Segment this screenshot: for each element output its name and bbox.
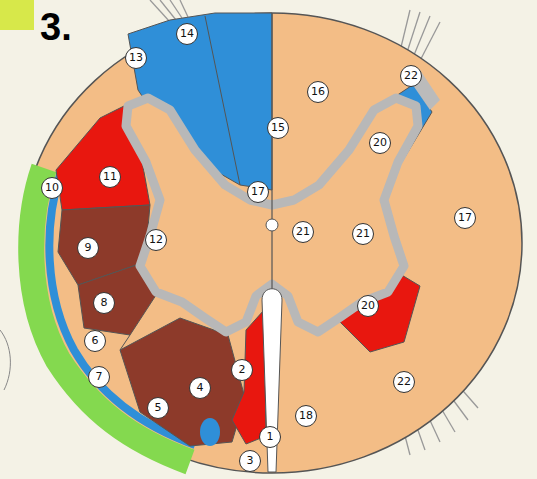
callout-number: 21 <box>292 221 314 243</box>
callout-number: 5 <box>147 397 169 419</box>
callout-number: 14 <box>176 23 198 45</box>
callout-number: 11 <box>99 166 121 188</box>
callout-number: 22 <box>393 371 415 393</box>
callout-number: 4 <box>189 377 211 399</box>
callout-number: 22 <box>400 65 422 87</box>
figure-number: 3. <box>40 8 72 46</box>
callout-number: 21 <box>352 223 374 245</box>
callout-number: 20 <box>369 132 391 154</box>
callout-number: 16 <box>307 81 329 103</box>
side-figure <box>0 330 10 390</box>
callout-number: 17 <box>454 207 476 229</box>
brown-tract <box>120 318 245 446</box>
callout-number: 10 <box>41 177 63 199</box>
callout-number: 13 <box>125 47 147 69</box>
callout-number: 18 <box>295 405 317 427</box>
callout-number: 6 <box>84 330 106 352</box>
callout-number: 15 <box>267 117 289 139</box>
callout-number: 12 <box>145 229 167 251</box>
callout-number: 2 <box>231 359 253 381</box>
callout-number: 3 <box>239 450 261 472</box>
callout-number: 17 <box>247 181 269 203</box>
blue-tract <box>200 418 220 446</box>
callout-number: 20 <box>357 295 379 317</box>
corner-decoration <box>0 0 34 30</box>
callout-number: 7 <box>88 366 110 388</box>
callout-number: 1 <box>259 426 281 448</box>
white-matter <box>22 13 522 473</box>
callout-number: 9 <box>77 237 99 259</box>
callout-number: 8 <box>93 292 115 314</box>
central-canal <box>266 219 278 231</box>
